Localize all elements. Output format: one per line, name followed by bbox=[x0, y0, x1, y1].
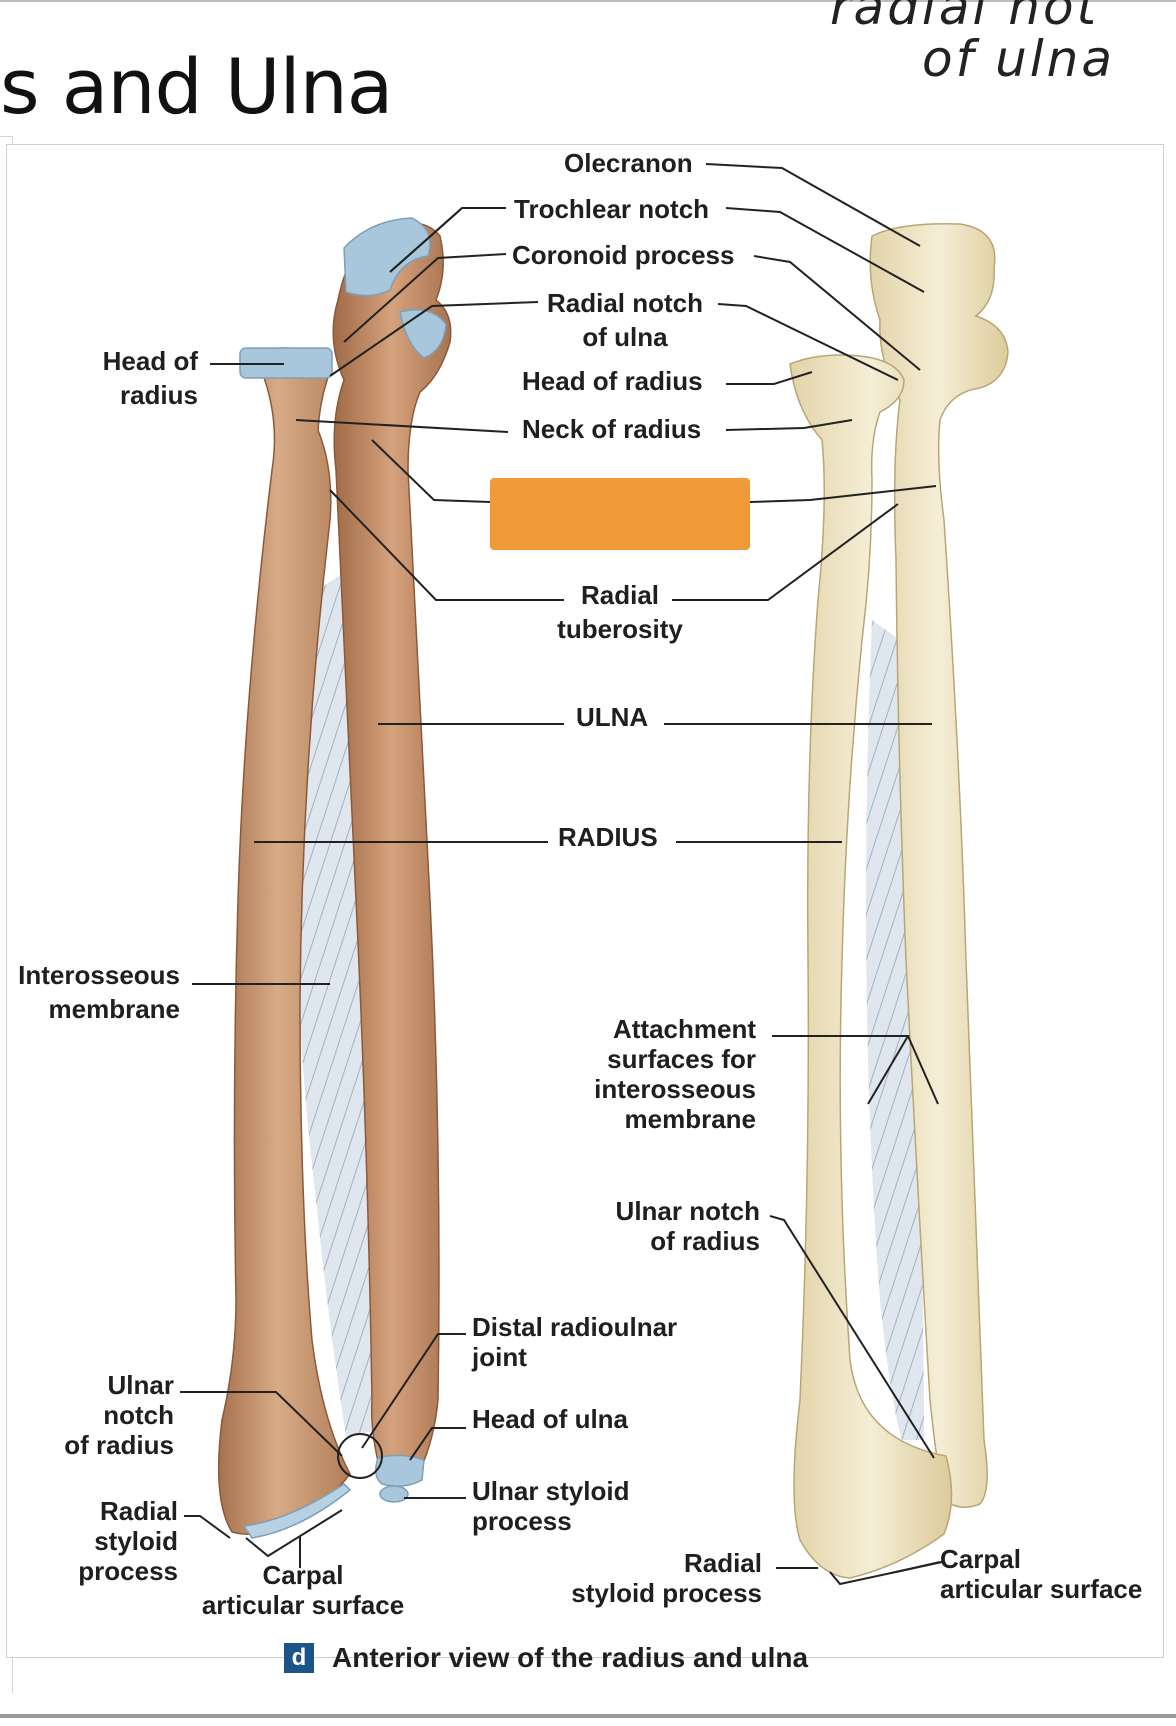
label-ulnar-styloid-line-1: Ulnar styloid bbox=[472, 1476, 630, 1506]
label-radial-styloid-right-line-2: styloid process bbox=[571, 1578, 762, 1608]
label-radius: RADIUS bbox=[558, 822, 658, 852]
label-carpal-left-line-1: Carpal bbox=[262, 1560, 344, 1590]
label-radial-styloid-right-line-1: Radial bbox=[683, 1548, 762, 1578]
label-ulnar-notch-left-line-2: notch bbox=[103, 1400, 174, 1430]
slide-title: s and Ulna bbox=[0, 42, 393, 131]
label-attachment-line-2: surfaces for bbox=[607, 1044, 756, 1074]
handwritten-note-line-1: radial not bbox=[830, 0, 1100, 36]
label-attachment-line-1: Attachment bbox=[612, 1014, 756, 1044]
label-olecranon: Olecranon bbox=[564, 148, 693, 178]
label-ulnar-styloid-line-2: process bbox=[472, 1506, 572, 1536]
label-radial-notch-line-1: Radial notch bbox=[546, 288, 703, 318]
label-carpal-right-line-2: articular surface bbox=[940, 1574, 1143, 1604]
label-trochlear-notch: Trochlear notch bbox=[514, 194, 710, 224]
label-radial-notch-line-2: of ulna bbox=[582, 322, 668, 352]
label-radial-tuberosity-line-2: tuberosity bbox=[557, 614, 683, 644]
label-radial-styloid-left-line-3: process bbox=[78, 1556, 178, 1586]
bottom-border bbox=[0, 1714, 1176, 1718]
caption-text: Anterior view of the radius and ulna bbox=[332, 1642, 809, 1673]
label-head-of-radius-center: Head of radius bbox=[522, 366, 703, 396]
label-radial-tuberosity-line-1: Radial bbox=[580, 580, 660, 610]
label-ulna: ULNA bbox=[576, 702, 649, 732]
top-border bbox=[0, 0, 1176, 2]
label-ulnar-notch-right-line-2: of radius bbox=[650, 1226, 760, 1256]
caption-badge: d bbox=[284, 1643, 314, 1673]
hidden-answer-box[interactable] bbox=[490, 478, 750, 550]
label-distal-radioulnar-line-2: joint bbox=[472, 1342, 527, 1372]
handwritten-note-line-2: of ulna bbox=[922, 30, 1115, 88]
label-head-of-ulna: Head of ulna bbox=[472, 1404, 629, 1434]
label-radial-styloid-left-line-2: styloid bbox=[94, 1526, 178, 1556]
label-carpal-left-line-2: articular surface bbox=[201, 1590, 405, 1620]
label-interosseous-line-2: membrane bbox=[48, 994, 181, 1024]
label-attachment-line-3: interosseous bbox=[594, 1074, 756, 1104]
label-ulnar-notch-left-line-3: of radius bbox=[64, 1430, 174, 1460]
label-ulnar-notch-left-line-1: Ulnar bbox=[107, 1370, 174, 1400]
label-coronoid-process: Coronoid process bbox=[512, 240, 735, 270]
label-ulnar-notch-right-line-1: Ulnar notch bbox=[615, 1196, 760, 1226]
label-head-of-radius-left-line-1: Head of bbox=[102, 346, 198, 376]
label-distal-radioulnar-line-1: Distal radioulnar bbox=[472, 1312, 678, 1342]
label-head-of-radius-left-line-2: radius bbox=[119, 380, 198, 410]
label-attachment-line-4: membrane bbox=[624, 1104, 757, 1134]
figure-caption: d Anterior view of the radius and ulna bbox=[284, 1642, 808, 1674]
label-neck-of-radius: Neck of radius bbox=[522, 414, 702, 444]
label-interosseous-line-1: Interosseous bbox=[18, 960, 180, 990]
label-carpal-right-line-1: Carpal bbox=[940, 1544, 1021, 1574]
label-radial-styloid-left-line-1: Radial bbox=[99, 1496, 178, 1526]
